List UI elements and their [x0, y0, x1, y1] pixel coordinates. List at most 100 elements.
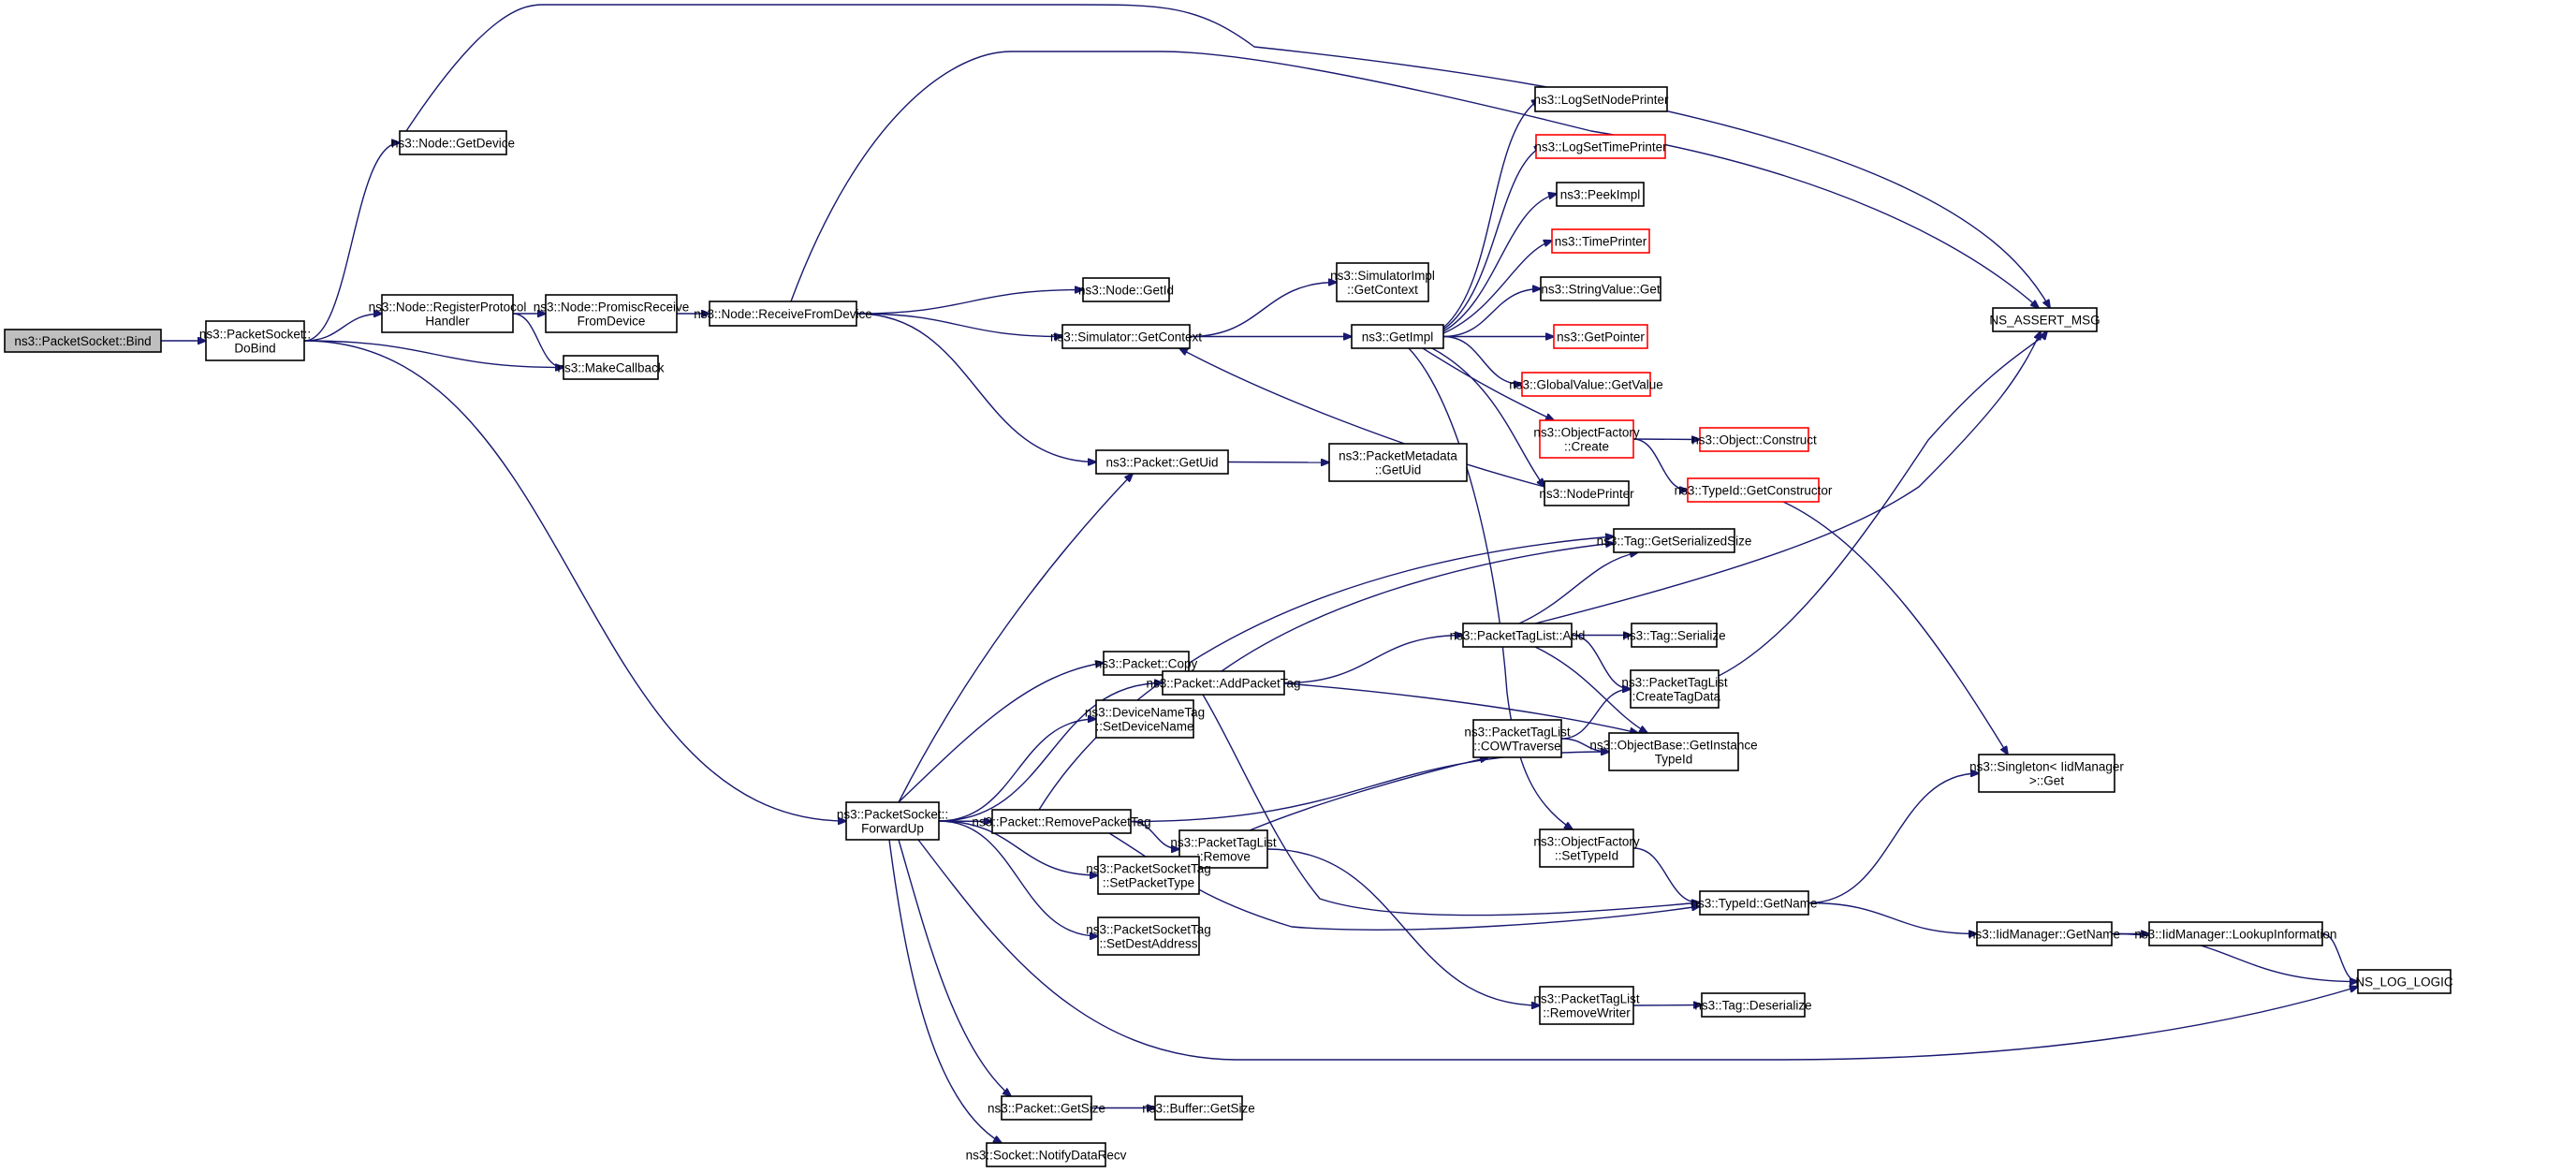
node-dobind[interactable]: ns3::PacketSocket::DoBind	[199, 320, 311, 361]
node-pmgetuid[interactable]: ns3::PacketMetadata::GetUid	[1328, 443, 1468, 482]
node-assert[interactable]: NS_ASSERT_MSG	[1989, 307, 2100, 332]
node-box[interactable]	[1608, 732, 1739, 771]
node-tagdeser[interactable]: ns3::Tag::Deserialize	[1694, 992, 1812, 1018]
node-removewriter[interactable]: ns3::PacketTagList::RemoveWriter	[1533, 986, 1640, 1025]
node-getctor[interactable]: ns3::TypeId::GetConstructor	[1675, 477, 1833, 503]
node-box[interactable]	[2357, 969, 2452, 994]
node-box[interactable]	[1978, 754, 2115, 793]
node-logsetnode[interactable]: ns3::LogSetNodePrinter	[1533, 86, 1669, 112]
node-getdevice[interactable]: ns3::Node::GetDevice	[391, 130, 515, 155]
node-gvget[interactable]: ns3::GlobalValue::GetValue	[1509, 372, 1663, 397]
node-ofcreate[interactable]: ns3::ObjectFactory::Create	[1533, 419, 1640, 459]
node-box[interactable]	[1551, 228, 1650, 254]
node-ofsettype[interactable]: ns3::ObjectFactory::SetTypeId	[1533, 828, 1640, 868]
node-createtag[interactable]: ns3::PacketTagList::CreateTagData	[1621, 669, 1728, 709]
node-box[interactable]	[1535, 134, 1666, 159]
node-box[interactable]	[2148, 921, 2323, 946]
node-box[interactable]	[399, 130, 507, 155]
node-singleton[interactable]: ns3::Singleton< IidManager>::Get	[1969, 754, 2124, 793]
node-nodeprinter[interactable]: ns3::NodePrinter	[1539, 480, 1634, 506]
node-box[interactable]	[991, 809, 1132, 834]
node-makecb[interactable]: ns3::MakeCallback	[557, 355, 665, 380]
node-pktgetuid[interactable]: ns3::Packet::GetUid	[1095, 449, 1229, 475]
edge-getdevice-to-assert	[405, 4, 2050, 308]
node-bind[interactable]: ns3::PacketSocket::Bind	[4, 329, 162, 353]
node-settype[interactable]: ns3::PacketSocketTag::SetPacketType	[1086, 856, 1211, 895]
node-iidlookup[interactable]: ns3::IidManager::LookupInformation	[2134, 921, 2337, 946]
node-box[interactable]	[1556, 182, 1645, 207]
node-peekimpl[interactable]: ns3::PeekImpl	[1556, 182, 1645, 207]
node-logic[interactable]: NS_LOG_LOGIC	[2355, 969, 2453, 994]
node-getid[interactable]: ns3::Node::GetId	[1078, 277, 1174, 302]
node-tagsersize[interactable]: ns3::Tag::GetSerializedSize	[1597, 528, 1752, 553]
node-simctx[interactable]: ns3::Simulator::GetContext	[1050, 324, 1202, 349]
node-timeprinter[interactable]: ns3::TimePrinter	[1551, 228, 1650, 254]
node-box[interactable]	[1699, 890, 1809, 916]
node-box[interactable]	[1472, 719, 1562, 758]
node-getpointer[interactable]: ns3::GetPointer	[1553, 324, 1648, 349]
node-box[interactable]	[1462, 623, 1573, 648]
node-box[interactable]	[1539, 419, 1634, 459]
node-box[interactable]	[1976, 921, 2113, 946]
node-box[interactable]	[1631, 623, 1718, 648]
node-box[interactable]	[1351, 324, 1444, 349]
node-addtag[interactable]: ns3::Packet::AddPacketTag	[1146, 670, 1301, 696]
node-box[interactable]	[1534, 86, 1668, 112]
node-box[interactable]	[1154, 1095, 1243, 1121]
node-box[interactable]	[1539, 828, 1634, 868]
node-box[interactable]	[1701, 992, 1806, 1018]
node-label: ForwardUp	[861, 822, 924, 836]
node-box[interactable]	[1539, 986, 1634, 1025]
node-box[interactable]	[1095, 699, 1194, 739]
node-label: ns3::Packet::GetSize	[988, 1102, 1105, 1116]
node-box[interactable]	[1082, 277, 1170, 302]
node-box[interactable]	[545, 294, 678, 333]
node-box[interactable]	[1336, 262, 1429, 302]
edge-recvdev-to-assert	[790, 51, 2039, 308]
node-getimpl[interactable]: ns3::GetImpl	[1351, 324, 1444, 349]
node-pktgetsize[interactable]: ns3::Packet::GetSize	[988, 1095, 1105, 1121]
node-logsettime[interactable]: ns3::LogSetTimePrinter	[1534, 134, 1667, 159]
node-box[interactable]	[381, 294, 514, 333]
node-box[interactable]	[1001, 1095, 1092, 1121]
node-box[interactable]	[1097, 916, 1200, 956]
node-notify[interactable]: ns3::Socket::NotifyDataRecv	[966, 1142, 1127, 1167]
node-box[interactable]	[1095, 449, 1229, 475]
node-bufgetsize[interactable]: ns3::Buffer::GetSize	[1142, 1095, 1255, 1121]
node-box[interactable]	[1544, 480, 1630, 506]
node-box[interactable]	[1162, 670, 1285, 696]
node-box[interactable]	[1553, 324, 1648, 349]
node-box[interactable]	[986, 1142, 1106, 1167]
node-objconstruct[interactable]: ns3::Object::Construct	[1691, 427, 1817, 452]
node-box[interactable]	[205, 320, 305, 361]
node-box[interactable]	[845, 801, 940, 841]
node-forwardup[interactable]: ns3::PacketSocket::ForwardUp	[837, 801, 948, 841]
node-devname[interactable]: ns3::DeviceNameTag::SetDeviceName	[1085, 699, 1205, 739]
node-ptladd[interactable]: ns3::PacketTagList::Add	[1450, 623, 1586, 648]
node-box[interactable]	[1687, 477, 1820, 503]
node-box[interactable]	[1540, 276, 1661, 301]
node-box[interactable]	[1521, 372, 1651, 397]
node-box[interactable]	[1992, 307, 2098, 332]
node-setdest[interactable]: ns3::PacketSocketTag::SetDestAddress	[1086, 916, 1211, 956]
node-iidgetname[interactable]: ns3::IidManager::GetName	[1969, 921, 2120, 946]
node-box[interactable]	[4, 329, 162, 353]
node-box[interactable]	[1097, 856, 1200, 895]
node-tagser[interactable]: ns3::Tag::Serialize	[1622, 623, 1726, 648]
node-strget[interactable]: ns3::StringValue::Get	[1540, 276, 1661, 301]
node-box[interactable]	[1061, 324, 1191, 349]
node-typegetname[interactable]: ns3::TypeId::GetName	[1690, 890, 1818, 916]
node-box[interactable]	[563, 355, 659, 380]
node-box[interactable]	[709, 301, 857, 327]
node-box[interactable]	[1328, 443, 1468, 482]
node-box[interactable]	[1630, 669, 1720, 709]
node-cow[interactable]: ns3::PacketTagList::COWTraverse	[1464, 719, 1571, 758]
node-box[interactable]	[1699, 427, 1809, 452]
node-simimplctx[interactable]: ns3::SimulatorImpl::GetContext	[1330, 262, 1435, 302]
node-removetag[interactable]: ns3::Packet::RemovePacketTag	[972, 809, 1151, 834]
node-recvdev[interactable]: ns3::Node::ReceiveFromDevice	[694, 301, 872, 327]
node-box[interactable]	[1613, 528, 1735, 553]
